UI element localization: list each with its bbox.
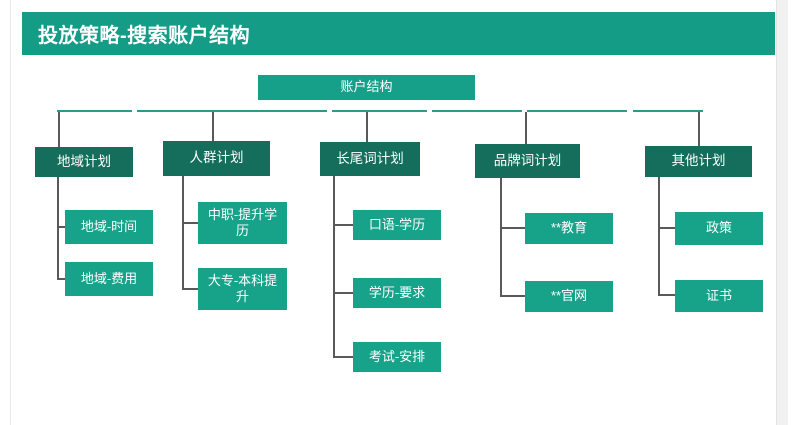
connector-elbow xyxy=(658,227,675,229)
diagram-node-leaf: **教育 xyxy=(525,213,613,244)
diagram-node-leaf: 地域-费用 xyxy=(65,262,153,296)
diagram-node-leaf: 地域-时间 xyxy=(65,210,153,244)
slide-title-banner: 投放策略-搜索账户结构 xyxy=(22,12,775,55)
connector-elbow xyxy=(500,295,525,297)
diagram-node-leaf: 政策 xyxy=(675,212,763,245)
connector-drop xyxy=(698,112,700,146)
connector-branch xyxy=(500,178,502,296)
connector-drop xyxy=(366,112,368,142)
diagram-node-leaf: 考试-安排 xyxy=(353,342,441,372)
connector-drop xyxy=(58,112,60,147)
connector-drop xyxy=(525,112,527,144)
connector-trunk-segment xyxy=(57,110,132,112)
connector-trunk-segment xyxy=(633,110,703,112)
connector-trunk-segment xyxy=(432,110,522,112)
connector-elbow xyxy=(500,227,525,229)
diagram-node-plan: 地域计划 xyxy=(35,147,133,177)
connector-trunk-segment xyxy=(527,110,627,112)
connector-elbow xyxy=(57,278,65,280)
page-title: 投放策略-搜索账户结构 xyxy=(38,25,251,47)
connector-elbow xyxy=(182,222,198,224)
connector-branch xyxy=(182,176,184,289)
slide-right-edge xyxy=(776,0,788,425)
connector-branch xyxy=(333,176,335,357)
connector-elbow xyxy=(658,294,675,296)
diagram-node-root: 账户结构 xyxy=(258,75,475,100)
diagram-node-plan: 其他计划 xyxy=(645,146,752,177)
connector-drop xyxy=(212,112,214,141)
connector-elbow xyxy=(333,292,353,294)
connector-branch xyxy=(658,177,660,296)
diagram-node-leaf: **官网 xyxy=(525,281,613,312)
diagram-node-leaf: 学历-要求 xyxy=(353,278,441,308)
connector-elbow xyxy=(333,356,353,358)
connector-elbow xyxy=(333,224,353,226)
diagram-node-plan: 品牌词计划 xyxy=(475,144,580,178)
diagram-node-plan: 长尾词计划 xyxy=(320,142,420,176)
diagram-node-leaf: 口语-学历 xyxy=(353,210,441,240)
connector-branch xyxy=(57,177,59,279)
connector-trunk-segment xyxy=(137,110,327,112)
diagram-node-plan: 人群计划 xyxy=(163,141,270,176)
slide-left-edge xyxy=(10,0,11,425)
diagram-node-leaf: 证书 xyxy=(675,280,763,312)
connector-trunk-segment xyxy=(332,110,427,112)
diagram-node-leaf: 大专-本科提升 xyxy=(198,268,287,310)
diagram-node-leaf: 中职-提升学历 xyxy=(198,202,287,244)
connector-elbow xyxy=(182,288,198,290)
connector-elbow xyxy=(57,226,65,228)
